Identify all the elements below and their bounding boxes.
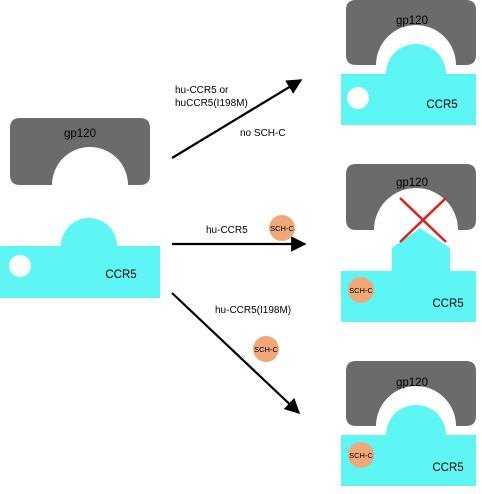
gp120-label: gp120 [396, 177, 428, 189]
gp120-label: gp120 [396, 377, 428, 389]
arrow-middle-label: hu-CCR5 [206, 225, 248, 236]
gp120-label: gp120 [396, 15, 428, 27]
sch-c-label: SCH-C [349, 451, 373, 460]
ccr5-label: CCR5 [432, 462, 463, 474]
ccr5-pocket [347, 87, 369, 109]
sch-c-molecule: SCH-C [269, 215, 295, 241]
ccr5-label: CCR5 [432, 298, 463, 310]
complex-middle: gp120 SCH-C CCR5 [341, 164, 476, 322]
arrow-middle: hu-CCR5 SCH-C [172, 215, 307, 252]
block-cross [399, 197, 447, 243]
left-gp120: gp120 [10, 118, 150, 185]
arrow-top: hu-CCR5 or huCCR5(I198M) no SCH-C [171, 79, 303, 159]
sch-c-label: SCH-C [254, 345, 278, 354]
arrow-bottom: hu-CCR5(I198M) SCH-C [171, 292, 301, 415]
sch-c-molecule: SCH-C [348, 277, 374, 303]
ccr5-shape [341, 44, 476, 125]
ccr5-shape [341, 405, 476, 486]
arrow-bottom-label: hu-CCR5(I198M) [215, 305, 291, 316]
arrow-top-label-1: hu-CCR5 or [175, 85, 229, 96]
complex-top: gp120 CCR5 [341, 0, 476, 125]
sch-c-label: SCH-C [349, 286, 373, 295]
ccr5-label: CCR5 [105, 269, 136, 281]
sch-c-molecule: SCH-C [348, 442, 374, 468]
arrow-top-label-2: huCCR5(I198M) [175, 98, 248, 109]
left-ccr5: CCR5 [0, 218, 160, 298]
gp120-label: gp120 [64, 128, 96, 140]
arrow-top-condition: no SCH-C [240, 128, 286, 139]
ccr5-shape [0, 218, 160, 298]
sch-c-molecule: SCH-C [253, 336, 279, 362]
complex-bottom: gp120 SCH-C CCR5 [341, 361, 476, 486]
gp120-shape [346, 361, 476, 426]
gp120-shape [346, 164, 476, 230]
ccr5-pocket [9, 255, 31, 277]
sch-c-label: SCH-C [270, 224, 294, 233]
ccr5-label: CCR5 [426, 99, 457, 111]
gp120-shape [10, 118, 150, 185]
gp120-shape [346, 0, 476, 65]
ccr5-shape-altered [341, 228, 476, 322]
